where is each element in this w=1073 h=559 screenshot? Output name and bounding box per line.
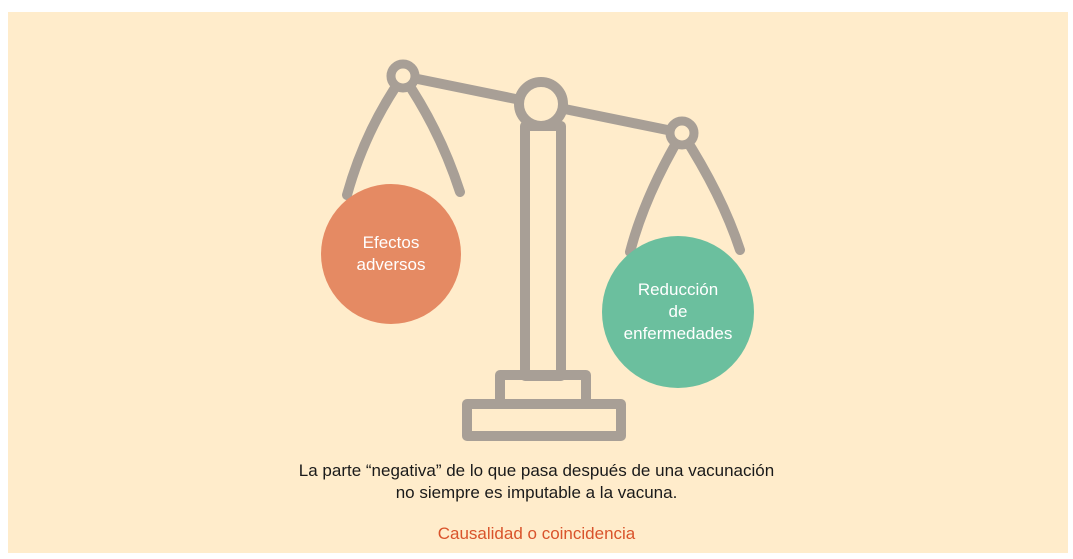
right-pan-string-left [625,128,687,257]
right-pan-circle [602,236,754,388]
left-pan-string-right [398,71,465,197]
right-pan-label: Reducción de enfermedades [602,268,754,356]
left-pan-label-line1: Efectos [362,233,420,252]
scale-base-bottom [462,399,626,441]
subtitle: Causalidad o coincidencia [437,524,636,543]
right-pan-label-line3: enfermedades [623,324,733,343]
right-pivot-ring [665,116,699,150]
left-pan-label-line2: adversos [356,255,426,274]
left-pan-label: Efectos adversos [321,210,461,298]
center-pivot-ring [514,77,568,131]
caption: La parte “negativa” de lo que pasa despu… [0,460,1073,504]
left-pan-string-left [342,71,408,200]
right-pan-string-right [677,128,745,255]
left-pivot-ring [386,59,420,93]
left-pan-circle [321,184,461,324]
right-pan-label-line1: Reducción [637,280,719,299]
caption-line2: no siempre es imputable a la vacuna. [395,483,678,502]
right-pan-label-line2: de [668,302,688,321]
scale-pillar [520,121,566,381]
caption-line1: La parte “negativa” de lo que pasa despu… [298,461,775,480]
